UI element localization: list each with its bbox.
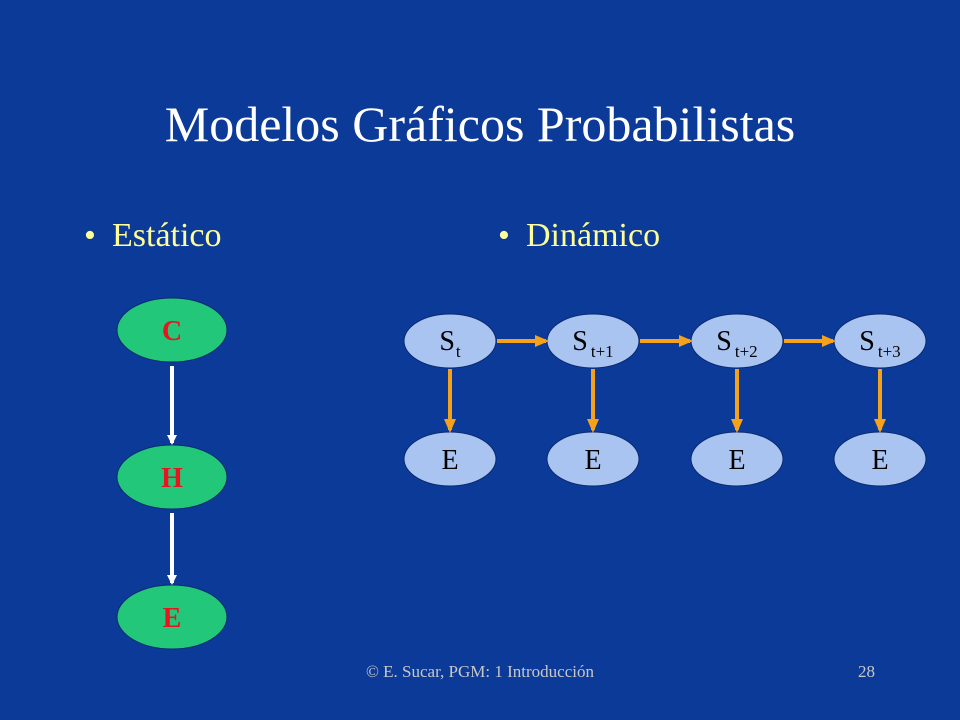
state-node-label: St — [439, 326, 461, 361]
state-node-subscript: t+2 — [735, 342, 758, 361]
evidence-node-label: E — [871, 445, 888, 476]
state-node-subscript: t+3 — [878, 342, 901, 361]
page-number: 28 — [858, 662, 875, 681]
state-node-base: S — [859, 326, 875, 357]
evidence-node-1: E — [546, 431, 640, 487]
state-node-base: S — [716, 326, 732, 357]
static-node-label: E — [163, 603, 182, 634]
evidence-node-0: E — [403, 431, 497, 487]
bullet-static-label: Estático — [112, 217, 222, 254]
static-node-label: C — [162, 316, 182, 347]
static-node-shape — [116, 297, 228, 363]
evidence-node-2: E — [690, 431, 784, 487]
static-node-h: H — [116, 444, 228, 510]
state-node-subscript: t+1 — [591, 342, 614, 361]
slide-title: Modelos Gráficos Probabilistas — [164, 96, 796, 152]
evidence-node-3: E — [833, 431, 927, 487]
state-node-shape — [403, 313, 497, 369]
bullet-dot-icon: • — [498, 217, 510, 254]
static-node-c: C — [116, 297, 228, 363]
state-node-base: S — [439, 326, 455, 357]
static-node-e: E — [116, 584, 228, 650]
footer-copyright: © E. Sucar, PGM: 1 Introducción — [365, 662, 594, 681]
bullet-static: • Estático — [84, 214, 222, 258]
bullet-dynamic-label: Dinámico — [526, 217, 661, 254]
state-node-0: St — [403, 313, 497, 369]
bullet-dot-icon: • — [84, 217, 96, 254]
static-model: C H E — [116, 297, 228, 650]
static-node-shape — [116, 444, 228, 510]
state-node-subscript: t — [456, 342, 461, 361]
static-node-shape — [116, 584, 228, 650]
evidence-node-label: E — [584, 445, 601, 476]
static-node-label: H — [161, 463, 183, 494]
bullet-dynamic: • Dinámico — [498, 214, 660, 258]
evidence-node-label: E — [728, 445, 745, 476]
state-node-base: S — [572, 326, 588, 357]
evidence-node-label: E — [441, 445, 458, 476]
